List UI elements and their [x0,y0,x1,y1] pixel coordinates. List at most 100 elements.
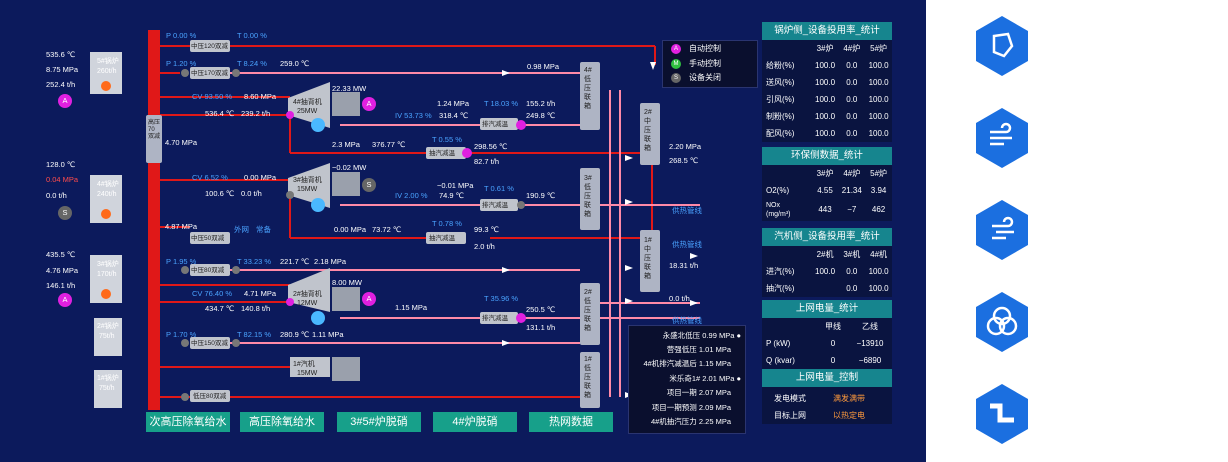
boiler-2-name: 2#锅炉 [97,323,119,330]
turbine-3-mode[interactable]: S [362,178,376,192]
scada-diagram: 5#锅炉 260t/h 535.6 ℃ 8.75 MPa 252.4 t/h A… [0,0,926,462]
header-lp3: 3#低压联箱 [584,175,592,218]
reading-cv1b: 8.60 MPa [244,92,277,101]
reading-cv3b: 4.71 MPa [244,289,277,298]
reading-iv1: IV 53.73 % [395,111,432,120]
reducer-5: 中压80双减 [191,267,225,274]
reading-cv2: CV 6.52 % [192,173,228,182]
tab-feedwater-hp[interactable]: 高压除氧给水 [240,412,324,432]
hex-wind-icon[interactable] [974,106,1030,170]
desuper-5: 排汽减温 [482,315,508,322]
reading-r1b: 239.2 t/h [241,109,271,118]
reading-t5: T 0.61 % [484,184,514,193]
turbine-4-mode[interactable]: A [362,97,376,111]
reading-cv3: CV 76.40 % [192,289,233,298]
reading-t8c: 131.1 t/h [526,323,556,332]
boiler-1-name: 1#锅炉 [97,375,119,382]
reading-t7c: 2.18 MPa [314,257,347,266]
turbine-2-name: 2#抽背机 [293,291,322,298]
reading-r3b: 140.8 t/h [241,304,271,313]
reading-p1: P 0.00 % [166,31,197,40]
reducer-7: 低压80双减 [193,393,227,400]
reading-r2b: 0.0 t/h [241,189,262,198]
reading-lp1: 0.98 MPa [527,62,560,71]
boiler-3-cap: 170t/h [97,271,117,278]
boiler-5-cap: 260t/h [97,68,117,75]
boiler-5-name: 5#锅炉 [97,58,119,65]
reading-t1: T 0.00 % [237,31,267,40]
turbine-3-name: 3#抽背机 [293,177,322,184]
tab-heat-data[interactable]: 热网数据 [529,412,613,432]
reading-t9b: 280.9 ℃ [280,330,310,339]
hex-air-icon[interactable] [974,198,1030,262]
hex-boiler-icon[interactable] [974,14,1030,78]
reading-t9c: 1.11 MPa [312,330,344,339]
desuper-2: 抽汽减温 [429,150,455,157]
turbine-2-mode[interactable]: A [362,292,376,306]
reading-t6c: 2.0 t/h [474,242,495,251]
reading-t3b: 155.2 t/h [526,99,556,108]
reading-lp2b: 74.9 ℃ [439,191,465,200]
reading-p50: 4.87 MPa [165,222,198,231]
hex-pipe-icon[interactable] [974,382,1030,446]
reading-t4c: 82.7 t/h [474,157,500,166]
heat-row: 4#机排汽减温后 1.15 MPa [643,359,731,368]
boiler-4-name: 4#锅炉 [97,181,119,188]
header-mp2: 2#中压联箱 [644,109,652,152]
reducer-6: 中压150双减 [191,340,228,347]
reading-s1b: 376.77 ℃ [372,140,406,149]
reading-gr1: 供热管线 [672,206,702,215]
header-mp1: 1#中压联箱 [644,237,652,280]
reading-t8b: 250.5 ℃ [526,305,556,314]
reading-iv2: IV 2.00 % [395,191,428,200]
reading-p3: P 1.95 % [166,257,197,266]
boiler-4-mode[interactable]: S [58,206,72,220]
boiler-5-mode[interactable]: A [58,94,72,108]
reducer-1: 中压120双减 [191,43,228,50]
reading-cv2b: 0.00 MPa [244,173,277,182]
reading-t3c: 249.8 ℃ [526,111,556,120]
reading-t6b: 99.3 ℃ [474,225,500,234]
desuper-3: 排汽减温 [482,202,508,209]
reducer-4: 中压50双减 [191,235,225,242]
reading-t2: T 8.24 % [237,59,267,68]
tab-denox-4[interactable]: 4#炉脱硝 [433,412,517,432]
reading-mp2a: 2.20 MPa [669,142,702,151]
header-lp4: 4#低压联箱 [584,67,592,110]
boiler-3-mode[interactable]: A [58,293,72,307]
reading-mp2b: 268.5 ℃ [669,156,699,165]
reading-t5b: 190.9 ℃ [526,191,556,200]
boiler-3-flow: 146.1 t/h [46,281,76,290]
reading-s1: 2.3 MPa [332,140,360,149]
boiler-5-pressure: 8.75 MPa [46,65,79,74]
hex-circles-icon[interactable] [974,290,1030,354]
reading-t6: T 0.78 % [432,219,462,228]
tab-denox-35[interactable]: 3#5#炉脱硝 [337,412,421,432]
legend-off-icon: S [671,73,681,83]
turbine-2-power: 8.00 MW [332,278,363,287]
reading-cv1: CV 93.50 % [192,92,233,101]
heat-network-box: 永盛北低压 0.99 MPa ● 营强低压 1.01 MPa 4#机排汽减温后 … [628,325,746,434]
tab-feedwater-sub-hp[interactable]: 次高压除氧给水 [146,412,230,432]
target-grid-value[interactable]: 以热定电 [833,411,865,420]
reading-t8: T 35.96 % [484,294,519,303]
turbine-3-cap: 15MW [297,186,318,193]
legend-manual-icon: M [671,59,681,69]
heat-row: 项目一期预测 2.09 MPa [651,403,731,412]
reading-lp2: −0.01 MPa [437,181,474,190]
boiler-1-cap: 75t/h [99,385,115,392]
turbine-2-cap: 12MW [297,300,318,307]
gen-mode-value[interactable]: 满发满带 [833,394,865,403]
reading-mp3: 18.31 t/h [669,261,699,270]
reading-p4: P 1.70 % [166,330,197,339]
header-lp1: 1#低压联箱 [584,356,592,399]
reading-hp: 4.70 MPa [165,138,198,147]
reading-r2a: 100.6 ℃ [205,189,235,198]
reading-t4: T 0.55 % [432,135,462,144]
reducer-3: 高压70双减 [148,120,161,140]
desuper-4: 抽汽减温 [429,235,455,242]
reading-mp4: 1.15 MPa [395,303,428,312]
reading-t9: T 82.15 % [237,330,272,339]
